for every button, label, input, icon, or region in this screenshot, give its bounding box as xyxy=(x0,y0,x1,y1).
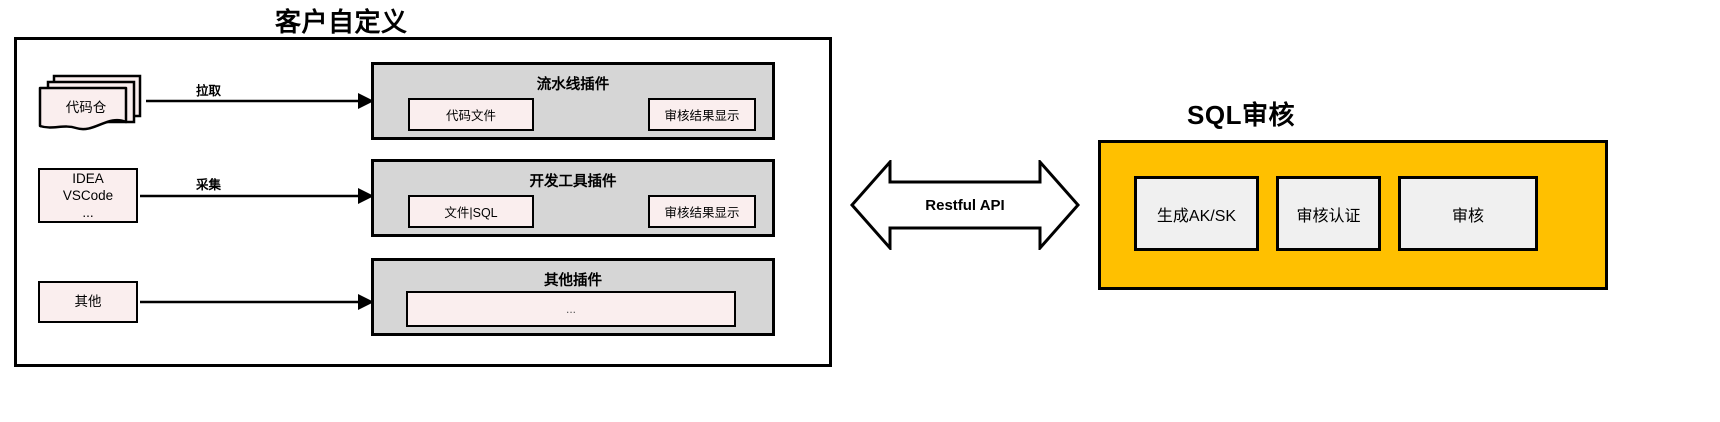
ide-line-3: ... xyxy=(82,205,94,221)
collect-arrow-label: 采集 xyxy=(196,178,222,192)
pipeline-plugin-item-result-display: 审核结果显示 xyxy=(648,98,756,131)
devtool-plugin-title: 开发工具插件 xyxy=(529,174,617,190)
sql-audit-section-title: SQL审核 xyxy=(1187,100,1295,130)
other-plugin-box: 其他插件 ... xyxy=(371,258,775,336)
sql-audit-panel: 生成AK/SK 审核认证 审核 xyxy=(1098,140,1608,290)
ide-line-2: VSCode xyxy=(62,187,114,203)
sql-audit-card-generate-ak-sk: 生成AK/SK xyxy=(1134,176,1259,251)
pipeline-plugin-title: 流水线插件 xyxy=(536,77,610,93)
other-plugin-item-placeholder: ... xyxy=(406,291,736,327)
pull-arrow xyxy=(146,90,374,112)
other-arrow xyxy=(140,291,374,313)
collect-arrow xyxy=(140,185,374,207)
code-repo-document-stack-icon xyxy=(36,72,146,134)
pull-arrow-label: 拉取 xyxy=(196,84,222,98)
ide-line-1: IDEA xyxy=(72,170,104,186)
devtool-plugin-box: 开发工具插件 文件|SQL 审核结果显示 xyxy=(371,159,775,237)
sql-audit-card-audit: 审核 xyxy=(1398,176,1538,251)
customer-section-title: 客户自定义 xyxy=(275,7,408,37)
devtool-plugin-item-file-sql: 文件|SQL xyxy=(408,195,534,228)
other-source-label: 其他 xyxy=(74,294,102,310)
pipeline-plugin-box: 流水线插件 代码文件 审核结果显示 xyxy=(371,62,775,140)
ide-source-box: IDEA VSCode ... xyxy=(38,168,138,223)
other-plugin-title: 其他插件 xyxy=(544,273,602,289)
devtool-plugin-item-result-display: 审核结果显示 xyxy=(648,195,756,228)
other-source-box: 其他 xyxy=(38,281,138,323)
sql-audit-card-auth: 审核认证 xyxy=(1276,176,1381,251)
restful-api-double-arrow-icon xyxy=(850,160,1080,250)
pipeline-plugin-item-code-file: 代码文件 xyxy=(408,98,534,131)
